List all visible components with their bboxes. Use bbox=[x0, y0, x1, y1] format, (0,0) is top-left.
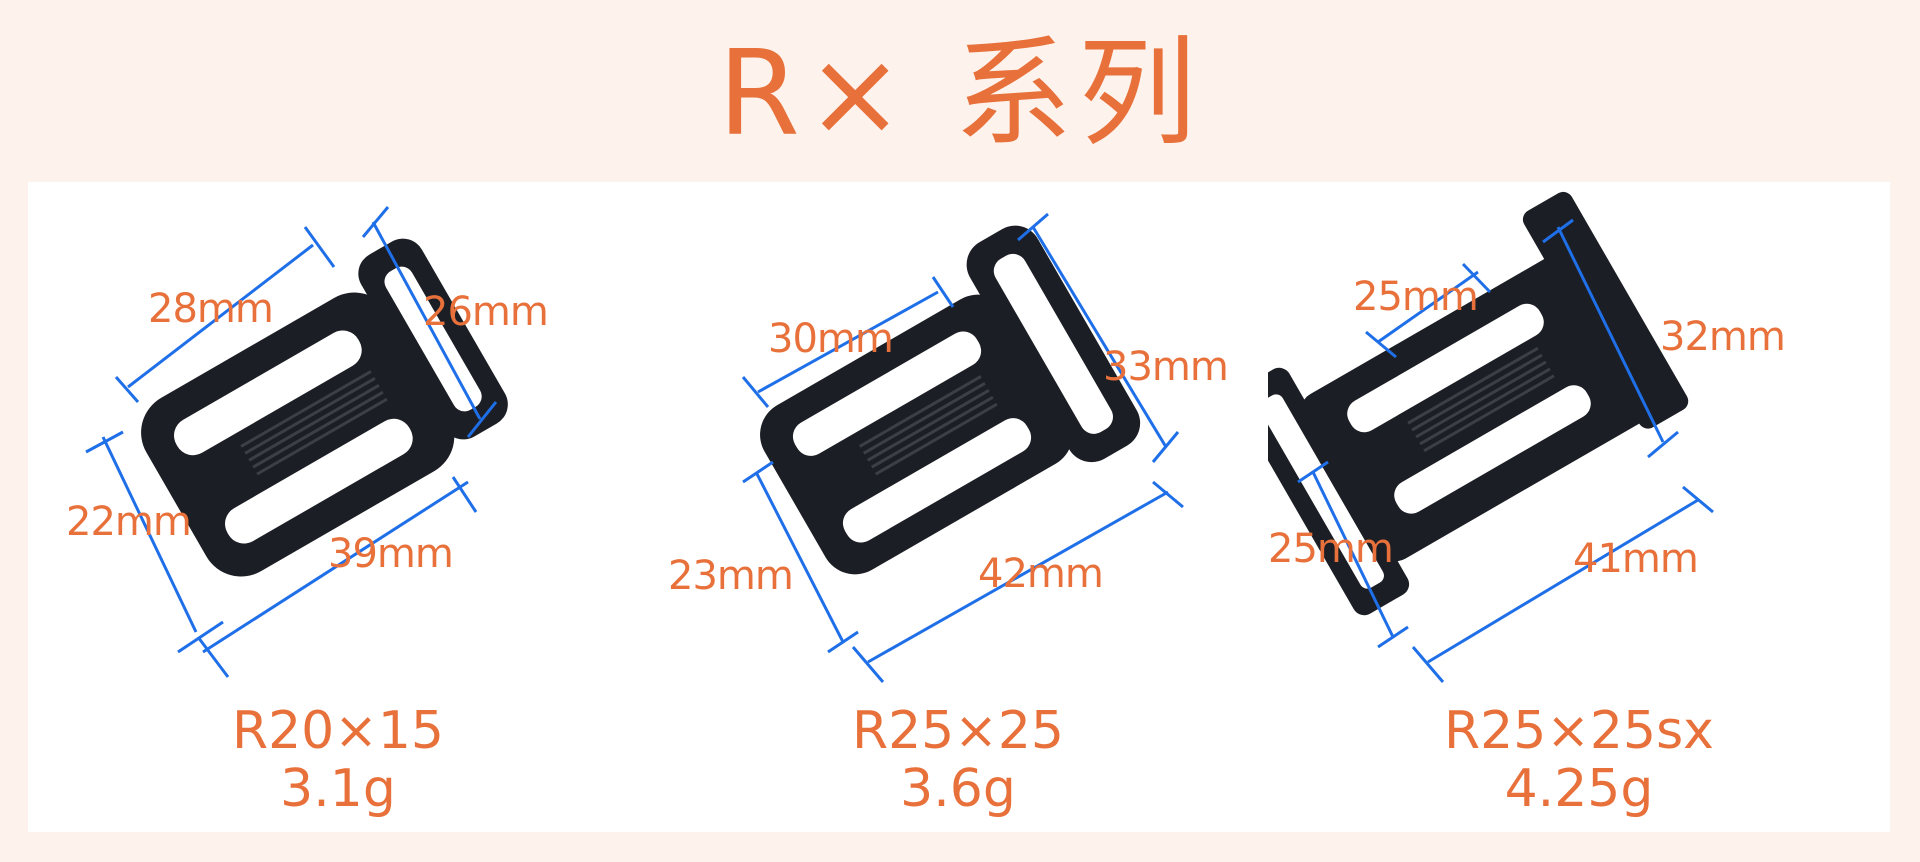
dimension-side: 26mm bbox=[423, 289, 549, 335]
dimension-side: 33mm bbox=[1103, 344, 1229, 390]
product-weight: 3.6g bbox=[900, 759, 1016, 819]
product-label: R25×25sx 4.25g bbox=[1268, 702, 1890, 818]
product-card-r20x15: 28mm 26mm 22mm 39mm R20×15 3.1g bbox=[28, 182, 648, 832]
model-name: R25×25sx bbox=[1444, 701, 1714, 761]
product-card-r25x25: 30mm 33mm 23mm 42mm R25×25 3.6g bbox=[648, 182, 1268, 832]
model-name: R25×25 bbox=[851, 701, 1065, 761]
product-label: R20×15 3.1g bbox=[28, 702, 648, 818]
dimension-side: 32mm bbox=[1660, 314, 1786, 360]
product-panel: 28mm 26mm 22mm 39mm R20×15 3.1g bbox=[28, 182, 1890, 832]
dimension-top: 25mm bbox=[1353, 274, 1479, 320]
product-card-r25x25sx: 25mm 32mm 25mm 41mm R25×25sx 4.25g bbox=[1268, 182, 1890, 832]
dimension-top: 28mm bbox=[148, 286, 274, 332]
buckle-image bbox=[741, 212, 1184, 683]
dimension-left: 23mm bbox=[668, 553, 794, 599]
dimension-left: 22mm bbox=[66, 499, 192, 545]
dimension-top: 30mm bbox=[768, 316, 894, 362]
buckle-image bbox=[1268, 191, 1714, 683]
product-weight: 3.1g bbox=[280, 759, 396, 819]
buckle-image bbox=[85, 206, 508, 678]
dimension-bottom: 39mm bbox=[328, 531, 454, 577]
product-label: R25×25 3.6g bbox=[648, 702, 1268, 818]
product-weight: 4.25g bbox=[1504, 759, 1654, 819]
dimension-left: 25mm bbox=[1268, 526, 1394, 572]
page-title: R× 系列 bbox=[717, 24, 1203, 162]
dimension-bottom: 41mm bbox=[1573, 536, 1699, 582]
model-name: R20×15 bbox=[231, 701, 445, 761]
dimension-bottom: 42mm bbox=[978, 551, 1104, 597]
